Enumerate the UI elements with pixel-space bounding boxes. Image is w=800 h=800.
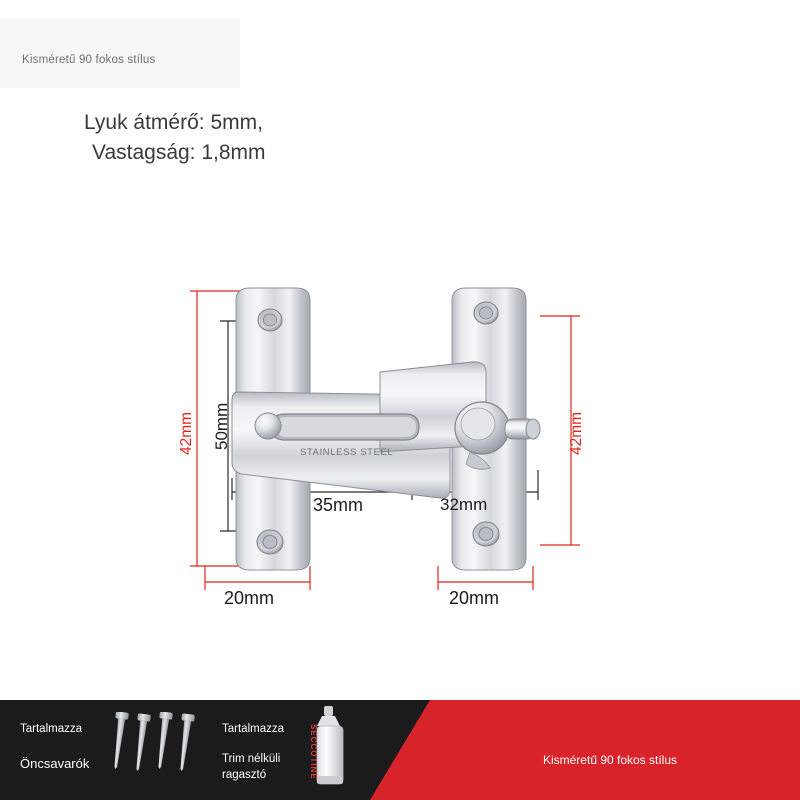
spec-thickness: Vastagság: 1,8mm (92, 141, 266, 165)
includes-item-1: Öncsavarók (20, 756, 90, 771)
dim-right-outer-height: 42mm (568, 411, 585, 455)
glue-tube-icon (316, 706, 344, 785)
engraving-text: STAINLESS STEEL (300, 447, 393, 458)
glue-brand-label: SECCOTINE (309, 724, 318, 780)
top-style-label: Kisméretű 90 fokos stílus (22, 54, 156, 66)
dim-foot-right-width: 20mm (449, 588, 500, 608)
bottom-banner (0, 700, 800, 800)
dim-left-inner-height: 50mm (212, 402, 231, 450)
banner-red-panel (370, 700, 800, 800)
dim-bottom-right-width: 32mm (440, 495, 488, 514)
dim-foot-left-width: 20mm (224, 588, 275, 608)
includes-item-2: Trim nélküli ragasztó (222, 753, 281, 781)
spec-text-block: Lyuk átmérő: 5mm, Vastagság: 1,8mm (84, 108, 266, 169)
screws-icon (114, 712, 195, 771)
banner-product-tag: Kisméretű 90 fokos stílus (542, 753, 678, 767)
includes-label-1: Tartalmazza (20, 723, 82, 735)
latch-slide-body: STAINLESS STEEL (231, 361, 541, 499)
background-wash (0, 18, 240, 88)
dim-bottom-left-width: 35mm (313, 495, 364, 515)
spec-hole-diameter: Lyuk átmérő: 5mm, (84, 111, 263, 134)
dim-left-outer-height: 42mm (178, 411, 195, 455)
includes-label-2: Tartalmazza (222, 723, 284, 735)
